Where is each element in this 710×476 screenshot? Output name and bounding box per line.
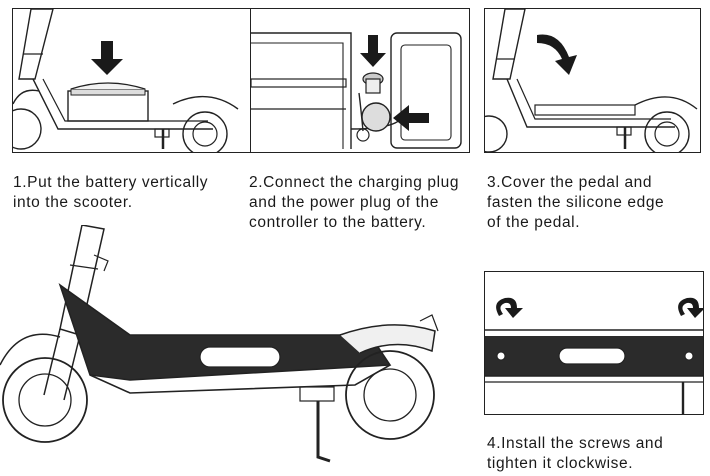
clockwise-screw-icon <box>496 297 523 318</box>
step-1-illustration <box>12 8 262 153</box>
down-arrow-icon <box>91 41 123 75</box>
step-2-illustration <box>250 8 470 153</box>
step-2-caption: 2.Connect the charging plug and the powe… <box>249 174 460 231</box>
step-3-illustration <box>484 8 701 153</box>
step-4-illustration <box>484 271 704 415</box>
down-arrow-icon <box>360 35 386 67</box>
step-4-caption: 4.Install the screws and tighten it cloc… <box>487 435 664 472</box>
scooter-illustration <box>0 225 470 475</box>
clockwise-screw-icon <box>678 297 703 318</box>
step-3-caption: 3.Cover the pedal and fasten the silicon… <box>487 174 665 231</box>
curved-arrow-icon <box>537 34 577 75</box>
left-arrow-icon <box>393 105 429 131</box>
step-1-caption: 1.Put the battery vertically into the sc… <box>13 174 209 211</box>
